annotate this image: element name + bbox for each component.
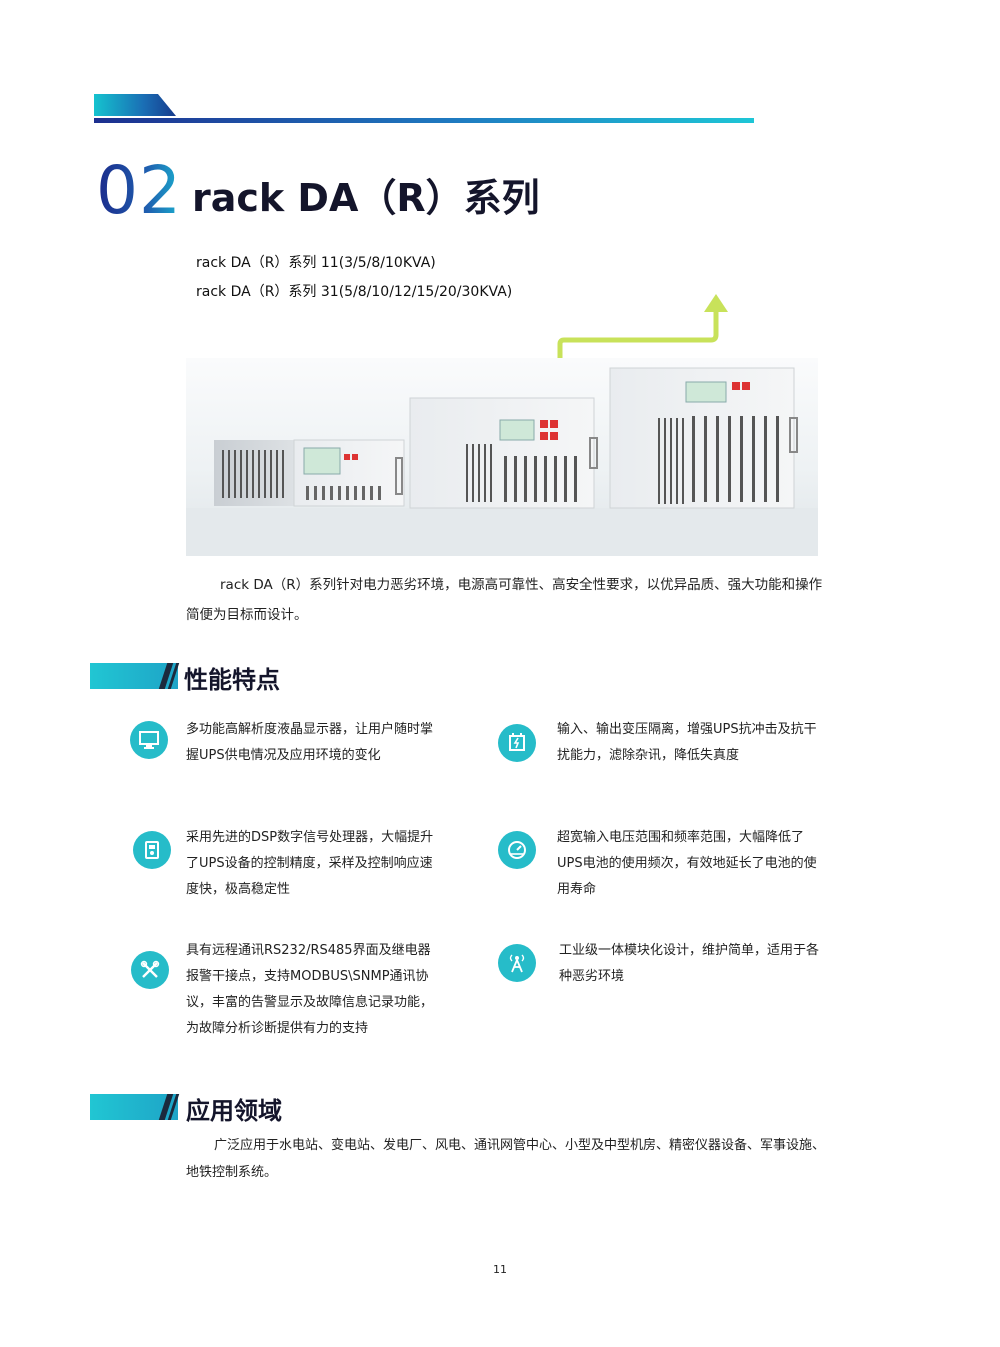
applications-heading: 应用领域: [186, 1097, 282, 1125]
page-number: 11: [493, 1263, 507, 1276]
transformer-icon: [498, 724, 536, 762]
gauge-icon: [498, 831, 536, 869]
feature-text: 多功能高解析度液晶显示器，让用户随时掌握UPS供电情况及应用环境的变化: [186, 722, 434, 763]
feature-text: 输入、输出变压隔离，增强UPS抗冲击及抗干扰能力，滤除杂讯，降低失真度: [557, 722, 817, 763]
model-line: rack DA（R）系列 31(5/8/10/12/15/20/30KVA): [196, 284, 513, 300]
intro-paragraph: rack DA（R）系列针对电力恶劣环境，电源高可靠性、高安全性要求，以优异品质…: [186, 577, 823, 623]
ups-cabinet-small: [214, 439, 405, 507]
feature-text: 超宽输入电压范围和频率范围，大幅降低了UPS电池的使用频次，有效地延长了电池的使…: [557, 830, 817, 897]
applications-paragraph: 广泛应用于水电站、变电站、发电厂、风电、通讯网管中心、小型及中型机房、精密仪器设…: [186, 1138, 826, 1180]
signal-tower-icon: [498, 944, 536, 982]
header-tab-decoration: [94, 94, 176, 116]
processor-icon: [133, 831, 171, 869]
feature-text: 具有远程通讯RS232/RS485界面及继电器报警干接点，支持MODBUS\SN…: [186, 943, 434, 1036]
ups-cabinet-large: [609, 367, 798, 509]
feature-text: 工业级一体模块化设计，维护简单，适用于各种恶劣环境: [559, 943, 820, 984]
product-photo: [186, 358, 818, 556]
feature-text: 采用先进的DSP数字信号处理器，大幅提升了UPS设备的控制精度，采样及控制响应速…: [186, 830, 434, 897]
page-title: rack DA（R）系列: [192, 176, 540, 220]
model-line: rack DA（R）系列 11(3/5/8/10KVA): [196, 255, 436, 271]
header-rule: [94, 118, 754, 123]
section-number: 02: [96, 146, 182, 236]
monitor-icon: [130, 721, 168, 759]
tools-icon: [131, 951, 169, 989]
features-heading: 性能特点: [184, 666, 280, 694]
ups-cabinet-medium: [409, 397, 598, 509]
